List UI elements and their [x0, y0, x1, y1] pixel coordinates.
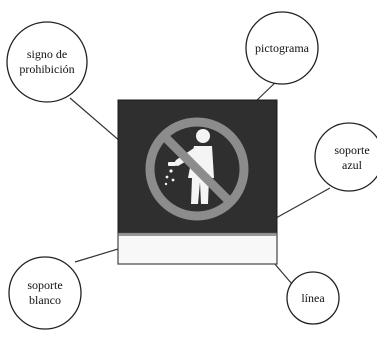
white-panel	[117, 232, 278, 265]
callout-soporte-azul: soporte azul	[314, 122, 377, 192]
callout-pictograma-text: pictograma	[255, 41, 310, 55]
callout-signo-line1: signo de	[27, 47, 67, 61]
callout-pictograma: pictograma	[245, 11, 319, 85]
leader-line-soporte-azul	[275, 187, 331, 219]
callout-soporte-blanco: soporte blanco	[8, 256, 82, 330]
callout-linea-text: línea	[301, 291, 325, 305]
callout-soporte-azul-line2: azul	[342, 158, 363, 172]
callout-linea: línea	[286, 271, 340, 325]
prohibition-circle-icon	[145, 117, 249, 221]
callout-signo-prohibicion: signo de prohibición	[6, 21, 88, 103]
callout-soporte-azul-line1: soporte	[334, 143, 369, 157]
callout-soporte-blanco-line1: soporte	[27, 278, 62, 292]
callout-soporte-blanco-line2: blanco	[29, 293, 61, 307]
callout-signo-line2: prohibición	[19, 62, 74, 76]
